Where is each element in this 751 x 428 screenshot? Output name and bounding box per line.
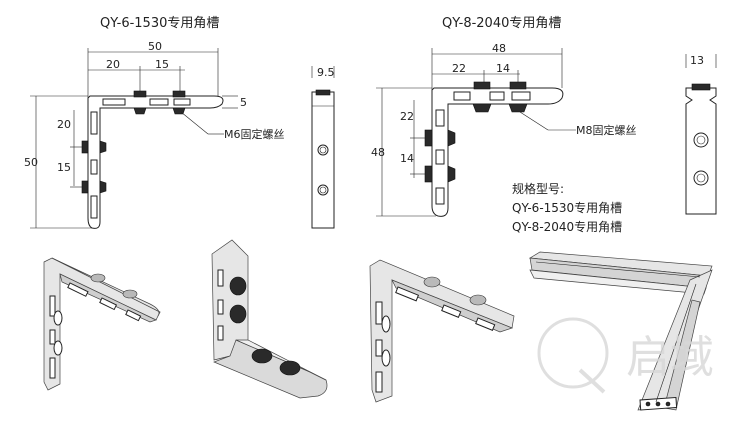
bracket2-front-view — [431, 87, 564, 217]
screw-head-icon — [90, 273, 106, 283]
screw-nut-icon — [99, 180, 107, 194]
screw-head-icon — [315, 89, 331, 96]
screw-nut-icon — [447, 129, 456, 147]
dim-side-width: 9.5 — [317, 66, 335, 79]
screw-icon — [509, 81, 527, 90]
drawing-qy6-1530: QY-6-1530专用角槽 50 20 15 5 — [24, 16, 335, 229]
screw-nut-icon — [99, 140, 107, 154]
slot2-left-3 — [435, 187, 445, 205]
dim-top-a: 20 — [106, 58, 120, 71]
screw-icon — [81, 180, 89, 194]
hex-screw-icon — [317, 144, 329, 156]
dim-top-b: 15 — [155, 58, 169, 71]
slot-top-2 — [149, 98, 169, 106]
bracket2-side-view — [685, 87, 717, 215]
slot2-left-1 — [435, 109, 445, 127]
dim-left-b: 15 — [57, 161, 71, 174]
screw-head-icon — [251, 348, 273, 364]
dim2-left-total: 48 — [371, 146, 385, 159]
slot2-top-3 — [511, 91, 531, 101]
screw-head-icon — [229, 276, 247, 296]
dim2-left-a: 22 — [400, 110, 414, 123]
bracket-front-view — [87, 95, 224, 229]
dim-top-total: 50 — [148, 40, 162, 53]
watermark-logo: 启域 — [537, 317, 714, 394]
screw-head-icon — [122, 289, 138, 299]
logo-ring-icon — [537, 317, 609, 389]
dim2-top-total: 48 — [492, 42, 506, 55]
slot2-left-2 — [435, 149, 445, 165]
screw-head-icon — [691, 83, 711, 91]
screw-label-m8: M8固定螺丝 — [576, 123, 637, 137]
screw-label-m6: M6固定螺丝 — [224, 127, 285, 141]
bracket-side-view — [311, 91, 335, 229]
slot-top-1 — [102, 98, 126, 106]
dim-left-a: 20 — [57, 118, 71, 131]
screw-nut-icon — [508, 103, 528, 113]
screw-icon — [424, 165, 433, 183]
drawing-2-title: QY-8-2040专用角槽 — [442, 16, 561, 31]
screw-nut-icon — [172, 107, 186, 115]
drawing-qy8-2040: QY-8-2040专用角槽 48 22 14 48 2 — [371, 16, 717, 234]
render-bracket-2 — [211, 239, 328, 399]
dim2-top-a: 22 — [452, 62, 466, 75]
render-bracket-3 — [369, 259, 515, 403]
drawing-1-title: QY-6-1530专用角槽 — [100, 16, 219, 31]
spec-item-2: QY-8-2040专用角槽 — [512, 219, 622, 234]
screw-icon — [424, 129, 433, 147]
dim-left-total: 50 — [24, 156, 38, 169]
screw-icon — [133, 90, 147, 98]
screw-icon — [172, 90, 186, 98]
dim2-side-width: 13 — [690, 54, 704, 67]
screw-icon — [81, 140, 89, 154]
slot-left-1 — [90, 111, 98, 135]
spec-heading: 规格型号: — [512, 181, 564, 196]
slot-top-3 — [173, 98, 191, 106]
slot2-top-2 — [489, 91, 505, 101]
screw-icon — [473, 81, 491, 90]
screw-head-icon — [423, 276, 441, 288]
hex-screw-icon — [317, 184, 329, 196]
slot2-top-1 — [453, 91, 471, 101]
slot-left-3 — [90, 195, 98, 219]
screw-head-icon — [279, 360, 301, 376]
screw-nut-icon — [133, 107, 147, 115]
hex-screw-icon — [693, 132, 709, 148]
spec-item-1: QY-6-1530专用角槽 — [512, 200, 622, 215]
slot-left-2 — [90, 159, 98, 175]
screw-head-icon — [229, 304, 247, 324]
render-profile-joint — [528, 251, 713, 411]
dim-thickness: 5 — [240, 96, 247, 109]
render-bracket-1 — [43, 257, 161, 391]
hex-screw-icon — [693, 170, 709, 186]
screw-nut-icon — [447, 165, 456, 183]
screw-nut-icon — [472, 103, 492, 113]
screw-head-icon — [469, 294, 487, 306]
dim2-top-b: 14 — [496, 62, 510, 75]
watermark-text: 启域 — [626, 332, 714, 383]
dim2-left-b: 14 — [400, 152, 414, 165]
